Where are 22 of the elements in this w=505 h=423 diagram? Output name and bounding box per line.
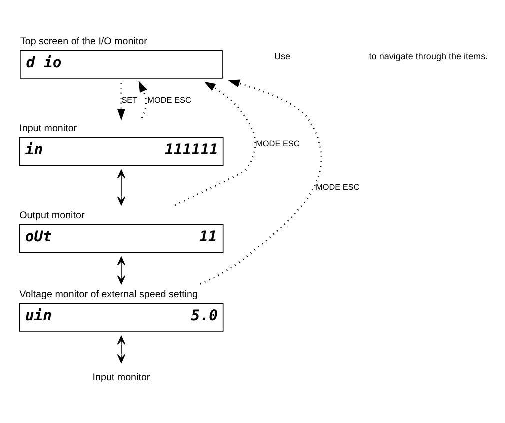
arrow [117,256,126,284]
node-label: Output monitor [20,210,85,222]
node-box: oUt 11 [19,224,224,253]
edge-label: MODE ESC [256,138,300,148]
edge-label: MODE ESC [316,182,360,192]
node-label: Voltage monitor of external speed setting [20,289,198,300]
edge-label: MODE ESC [148,95,192,104]
arrow [200,79,322,284]
arrow [117,169,126,206]
arrow [174,81,256,206]
node-box: d io [20,50,223,78]
arrow [117,335,126,363]
node-label: Input monitor [20,123,78,134]
label: to navigate through the items. [369,50,488,61]
arrow [117,82,126,120]
node-box: in 111111 [19,136,224,166]
node-box: uin 5.0 [19,302,224,332]
node-label: Top screen of the I/O monitor [20,36,148,48]
node-text: Input monitor [92,372,150,383]
arrow [138,80,148,118]
label: Use [274,50,291,61]
edge-label: SET [122,95,138,104]
